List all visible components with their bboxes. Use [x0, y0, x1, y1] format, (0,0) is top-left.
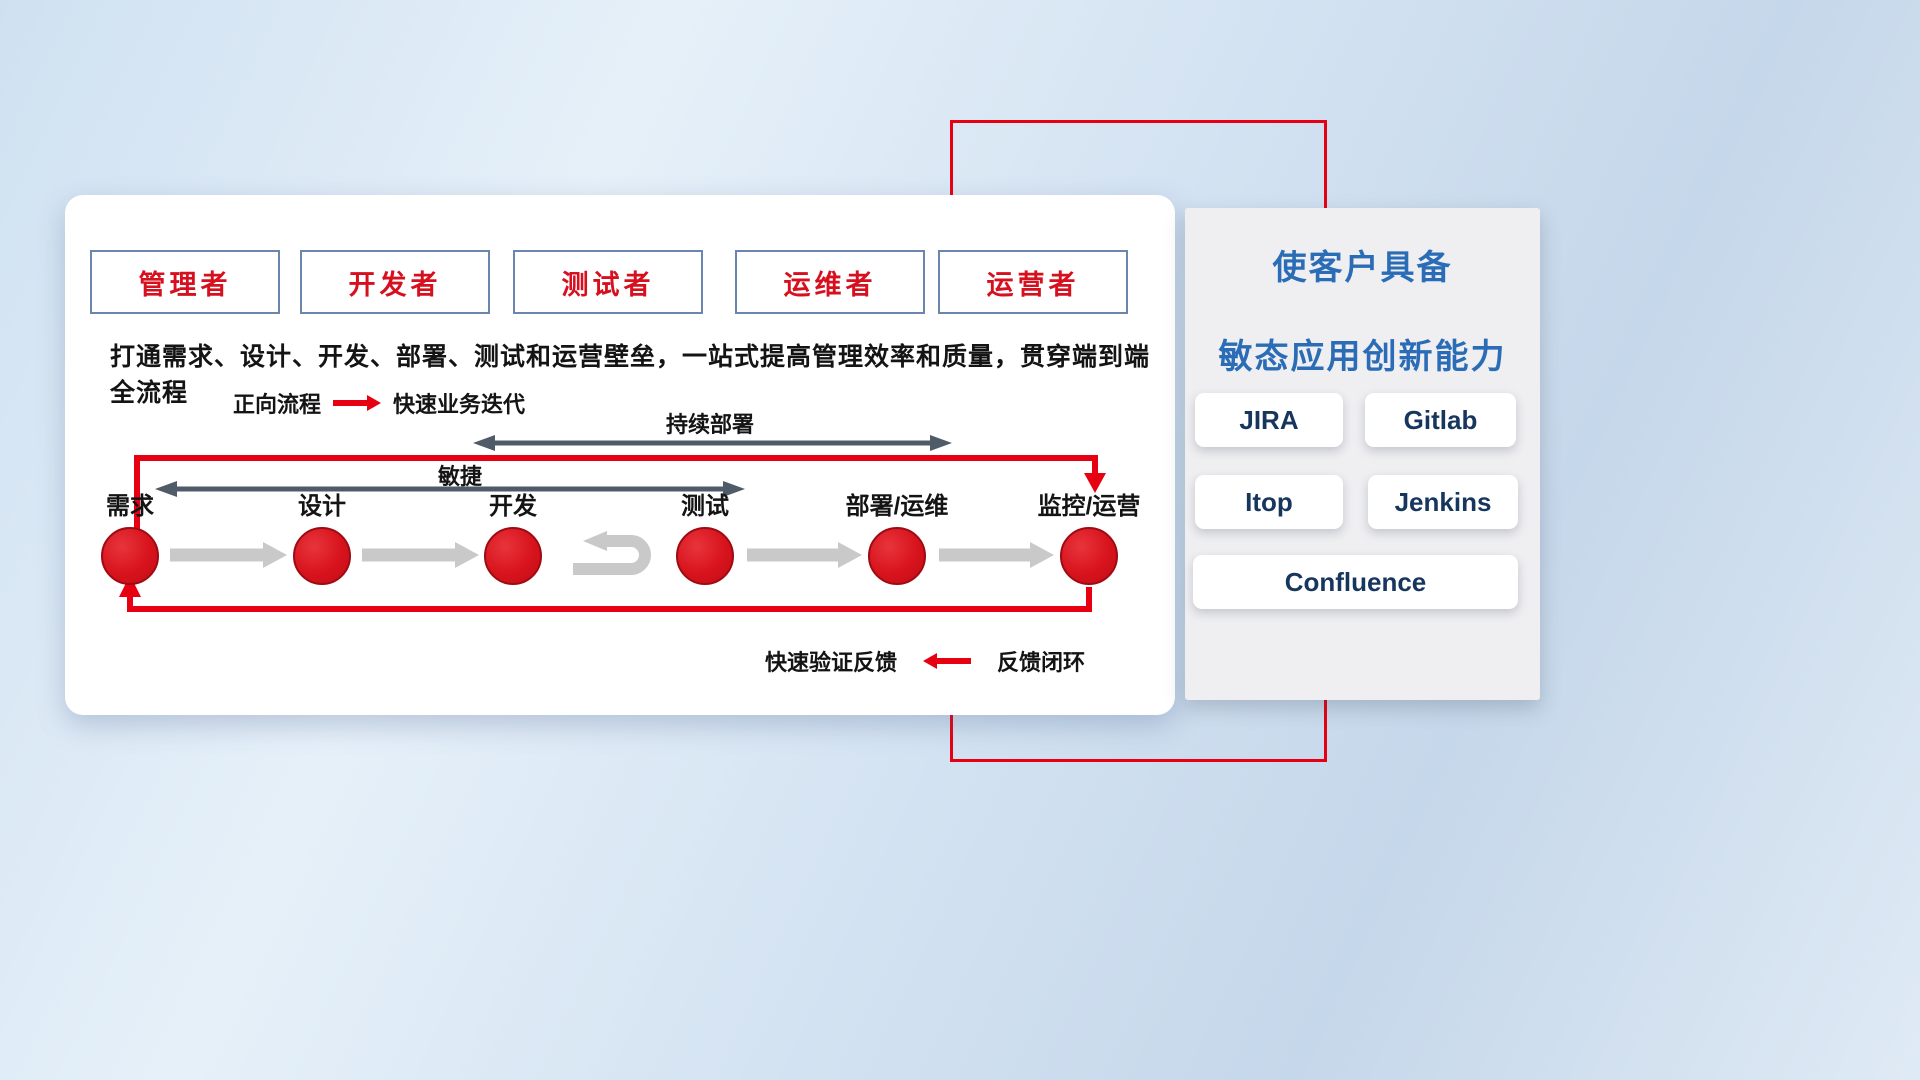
tool-jenkins: Jenkins	[1368, 475, 1518, 529]
feedback-legend-text: 快速验证反馈	[765, 650, 898, 675]
stage-testing: 测试	[635, 492, 775, 585]
tool-gitlab: Gitlab	[1365, 393, 1516, 447]
role-label: 开发者	[348, 269, 442, 300]
role-box-developer: 开发者	[300, 250, 490, 314]
role-label: 管理者	[138, 269, 232, 300]
side-panel-title: 使客户具备 敏态应用创新能力	[1185, 240, 1540, 378]
stage-label: 需求	[106, 493, 154, 520]
side-title-line1: 使客户具备	[1272, 249, 1453, 287]
stage-label: 部署/运维	[845, 493, 949, 520]
tool-jira: JIRA	[1195, 393, 1343, 447]
stage-label: 监控/运营	[1037, 493, 1141, 520]
forward-flow-line	[134, 455, 1098, 531]
feedback-arrow-icon	[923, 653, 972, 669]
cd-arrowhead-left	[473, 435, 495, 451]
flow-arrow-5	[939, 542, 1054, 568]
role-label: 测试者	[561, 269, 655, 300]
stage-label: 设计	[298, 493, 346, 520]
cd-label: 持续部署	[665, 412, 754, 437]
role-box-manager: 管理者	[90, 250, 280, 314]
stage-circle	[676, 527, 734, 585]
forward-flow-legend: 正向流程 快速业务迭代	[233, 387, 525, 419]
forward-flow-arrowhead	[1084, 473, 1106, 493]
role-label: 运营者	[986, 269, 1080, 300]
forward-arrow-icon	[333, 395, 382, 411]
flow-arrow-2	[362, 542, 479, 568]
role-label: 运维者	[783, 269, 877, 300]
role-box-tester: 测试者	[513, 250, 703, 314]
side-title-line2: 敏态应用创新能力	[1218, 338, 1507, 376]
flow-arrow-1	[170, 542, 287, 568]
forward-legend-label: 正向流程	[233, 392, 322, 417]
forward-legend-text: 快速业务迭代	[393, 392, 526, 417]
feedback-legend-label: 反馈闭环	[997, 650, 1086, 675]
stage-label: 测试	[681, 493, 729, 520]
flow-diagram-canvas	[119, 435, 1106, 612]
stage-circle	[868, 527, 926, 585]
stage-requirements: 需求	[60, 492, 200, 585]
capability-side-panel: 使客户具备 敏态应用创新能力 JIRA Gitlab Itop Jenkins …	[1185, 208, 1540, 700]
agile-arrowhead-left	[155, 481, 177, 497]
tool-itop: Itop	[1195, 475, 1343, 529]
cd-arrowhead-right	[930, 435, 952, 451]
feedback-flow-arrowhead	[119, 575, 141, 597]
agile-label: 敏捷	[437, 464, 482, 489]
devops-flow-panel: 管理者 开发者 测试者 运维者 运营者 打通需求、设计、开发、部署、测试和运营壁…	[65, 195, 1175, 715]
stage-label: 开发	[489, 493, 537, 520]
stage-circle	[484, 527, 542, 585]
stage-circle	[293, 527, 351, 585]
stage-circle	[1060, 527, 1118, 585]
tool-confluence: Confluence	[1193, 555, 1518, 609]
agile-arrowhead-right	[723, 481, 745, 497]
stage-development: 开发	[443, 492, 583, 585]
role-box-ops: 运维者	[735, 250, 925, 314]
role-box-operator: 运营者	[938, 250, 1128, 314]
flow-arrow-4	[747, 542, 862, 568]
description-text: 打通需求、设计、开发、部署、测试和运营壁垒，一站式提高管理效率和质量，贯穿端到端…	[110, 343, 1151, 407]
stage-monitor-operate: 监控/运营	[1019, 492, 1159, 585]
feedback-legend: 快速验证反馈 反馈闭环	[765, 645, 1085, 677]
stage-design: 设计	[252, 492, 392, 585]
stage-deploy-ops: 部署/运维	[827, 492, 967, 585]
dev-test-loop-arrow	[573, 531, 651, 575]
stage-circle	[101, 527, 159, 585]
feedback-flow-line	[127, 587, 1092, 612]
